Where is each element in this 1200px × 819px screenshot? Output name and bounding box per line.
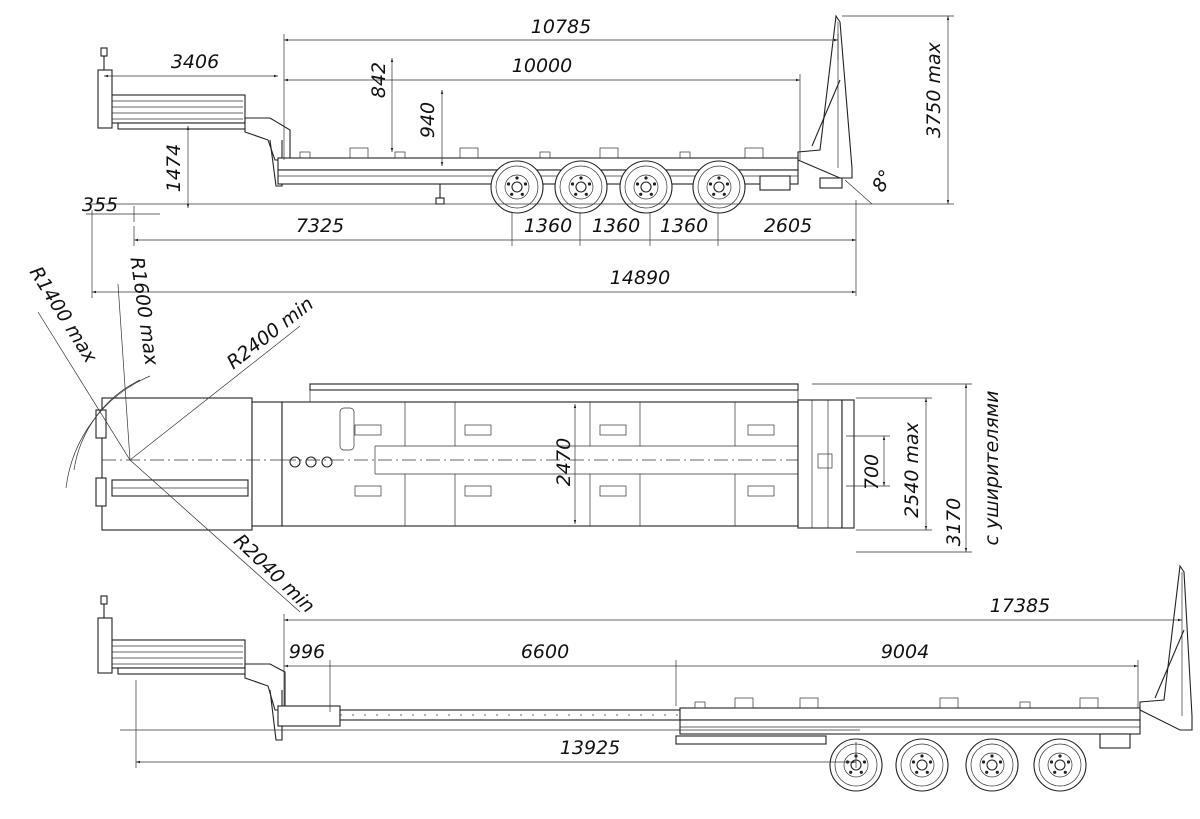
dim-700: 700 [861,454,883,490]
dim-13925: 13925 [560,737,620,759]
dim-1360-c: 1360 [660,215,708,237]
side-view-extended-dimensions: 17385 996 6600 9004 13925 [120,595,1182,768]
dim-6600: 6600 [521,641,569,663]
dim-3406: 3406 [171,51,219,73]
dim-1360-a: 1360 [524,215,572,237]
side-view-transport [97,14,853,214]
dim-r1600: R1600 max [125,256,162,368]
dim-996: 996 [289,641,325,663]
ext-rear-ramp [1139,564,1193,731]
side-view-transport-dimensions: 10785 3406 10000 842 940 1474 3750 max 3… [82,15,954,298]
dim-3750: 3750 max [923,41,945,138]
dim-7325: 7325 [296,215,344,237]
plan-main-deck [281,401,799,527]
ext-main-deck [679,707,1141,721]
dim-10785: 10785 [531,16,591,38]
plan-gooseneck [101,397,253,531]
plan-rear-ramp [797,399,843,529]
dim-14890: 14890 [610,267,670,289]
dim-1360-b: 1360 [592,215,640,237]
dim-8deg: 8° [868,166,898,196]
dim-940: 940 [417,102,439,138]
dim-2540: 2540 max [901,421,923,518]
rear-ramp [797,14,853,179]
dim-842: 842 [368,62,390,98]
dim-10000: 10000 [512,55,572,77]
front-wall [97,69,113,129]
dim-r2040: R2040 min [229,530,319,618]
side-view-extended [97,564,1193,792]
gooseneck-deck [109,94,246,124]
dim-r2400: R2400 min [223,293,318,374]
dim-r1400: R1400 max [25,263,102,368]
dim-2605: 2605 [764,215,812,237]
dim-3170: 3170 [943,498,965,546]
dim-355: 355 [82,194,118,216]
plan-view [95,383,855,531]
dim-9004: 9004 [881,641,929,663]
dim-3170-note: с уширителями [981,391,1003,546]
dim-1474: 1474 [163,144,185,192]
gooseneck-neck [244,117,291,161]
dim-17385: 17385 [990,595,1050,617]
dim-2470: 2470 [553,438,575,486]
